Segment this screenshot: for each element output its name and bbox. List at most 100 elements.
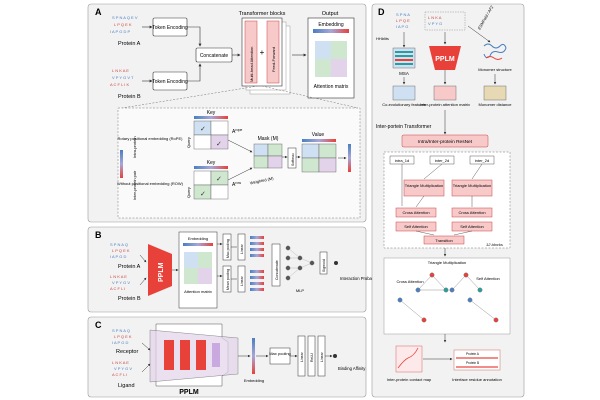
a-rope-label: Arope — [232, 128, 242, 135]
svg-text:L N K A E: L N K A E — [112, 68, 129, 73]
distance-box — [483, 85, 507, 101]
tri-mult-header: Triangle Multiplication — [428, 260, 467, 265]
monomer-distance-label: Monomer distance — [479, 102, 513, 107]
inter-protein-transformer-title: Inter-portein Transformer — [376, 124, 432, 130]
linear-a-box — [237, 233, 246, 261]
panel-a: A S P N A Q E V L P Q E K I A P G D P Pr… — [87, 3, 367, 223]
resnet-label: Intra/Inter-protein ResNet — [418, 139, 473, 145]
embedding-label: Embedding — [318, 22, 344, 28]
svg-text:I A P G D: I A P G D — [110, 254, 126, 259]
feed-forward-label: Feed-Forward — [271, 47, 276, 72]
value-grid — [301, 143, 337, 173]
svg-text:V P Y G: V P Y G — [428, 21, 442, 26]
c-linear-label-1: Linear — [300, 351, 304, 362]
b-concatenate-label: Concatenate — [275, 260, 279, 280]
svg-text:L P Q E K: L P Q E K — [114, 22, 132, 27]
panel-c: C S P N A Q L P Q E K I A P G D Receptor… — [87, 316, 367, 398]
svg-text:S P N A Q E V: S P N A Q E V — [112, 15, 138, 20]
mask-grid — [253, 143, 283, 169]
panel-d-letter: D — [378, 7, 385, 17]
cross-attention-box-a — [395, 207, 437, 218]
key-label-top: Key — [207, 110, 216, 116]
contact-map-label: Inter-protein contact map — [387, 377, 432, 382]
triangle-graphs — [397, 272, 499, 323]
intra-1d-label: intra_1d — [395, 158, 409, 163]
a-row-label: Arow — [232, 181, 241, 188]
b-attention-matrix — [184, 252, 212, 284]
svg-text:L N K A E: L N K A E — [110, 274, 127, 279]
c-relu-box — [307, 335, 316, 377]
row-label: Without positional embedding (ROW) — [117, 181, 184, 186]
c-output-node — [333, 354, 337, 358]
self-attention-label-a: Self Attention — [404, 224, 428, 229]
panel-b-letter: B — [95, 230, 102, 240]
b-concatenate-box — [271, 243, 281, 287]
b-pplm-trapezoid — [148, 244, 172, 296]
check-icon: ✓ — [200, 126, 206, 133]
inter-attention-label: Inter-protein attention matrix — [420, 102, 470, 107]
concatenate-label: Concatenate — [200, 53, 229, 59]
msa-grid — [392, 47, 416, 69]
receptor-sequence-icon: S P N A Q L P Q E K I A P G D — [112, 328, 132, 345]
svg-text:L N K A: L N K A — [428, 15, 442, 20]
linear-a-label: Linear — [240, 243, 244, 254]
inter-protein-label: Inter-protein pair — [132, 170, 137, 200]
svg-text:S P N A Q: S P N A Q — [112, 328, 130, 333]
c-max-pooling-label: Max pooling — [269, 351, 291, 356]
receptor-label: Receptor — [116, 349, 138, 355]
c-relu-label: ReLU — [310, 353, 314, 362]
softmax-box — [287, 147, 297, 169]
ligand-label: Ligand — [118, 383, 135, 389]
c-pplm-label: PPLM — [179, 389, 199, 396]
transition-label: Transition — [435, 238, 452, 243]
svg-text:V P Y G V: V P Y G V — [112, 280, 130, 285]
d-pplm-trapezoid — [429, 46, 461, 70]
check-icon: ✓ — [200, 191, 206, 198]
coevolutionary-label: Co-evolutionary features — [382, 102, 426, 107]
svg-text:V P Y G V T: V P Y G V T — [112, 75, 134, 80]
linear-b-box — [237, 265, 246, 293]
rope-label: Rotary positional embedding (RoPE) — [118, 136, 184, 141]
protein-a-label: Protein A — [118, 41, 141, 47]
binding-affinity-label: Binding Affinity — [338, 366, 366, 371]
query-label-bottom: Query — [186, 187, 191, 198]
panel-a-letter: A — [95, 7, 102, 17]
linear-b-label: Linear — [240, 275, 244, 286]
embedding-bar — [313, 29, 349, 33]
cross-attention-label-b: Cross Attention — [458, 210, 485, 215]
protein-b-sequence-icon: L N K A E V P Y G V A C F L I — [110, 274, 130, 291]
panel-b: B S P N A Q L P Q E K I A P G D Protein … — [87, 226, 381, 313]
mlp-network — [285, 245, 315, 281]
inter-2d-label-a: inter_2d — [435, 158, 449, 163]
attention-box — [433, 85, 457, 101]
c-embedding-label: Embedding — [244, 378, 264, 383]
max-pooling-label: Max pooling — [226, 239, 230, 258]
contact-map — [395, 345, 423, 373]
token-encoding-b-label: Token Encoding — [152, 79, 188, 85]
svg-text:S P N A Q: S P N A Q — [110, 242, 128, 247]
b-protein-a-label: Protein A — [118, 264, 141, 270]
svg-text:I A P G: I A P G — [396, 24, 408, 29]
output-node — [334, 261, 338, 265]
self-attention-small-label: Self Attention — [476, 276, 500, 281]
d-pplm-label: PPLM — [435, 56, 455, 63]
svg-text:L P Q E K: L P Q E K — [112, 248, 130, 253]
blocks-label: 12 blocks — [486, 242, 503, 247]
transformer-blocks-title: Transformer blocks — [239, 11, 286, 17]
self-attention-label-b: Self Attention — [460, 224, 484, 229]
rope-attention-grid: ✓ ✓ — [193, 120, 229, 150]
feed-forward-box — [266, 20, 280, 84]
svg-text:S P N A: S P N A — [396, 12, 410, 17]
interface-protein-a-label: Protein A — [466, 352, 480, 356]
weighted-label: Weighted (M) — [249, 175, 274, 185]
triangle-detail-box — [383, 257, 511, 335]
mean-pooling-label: Mean pooling — [226, 269, 230, 290]
hhblits-label: HHblits — [376, 36, 389, 41]
ligand-sequence-icon: L N K A E V P Y G V A C F L I — [112, 360, 132, 377]
cross-attention-small-label: Cross Attention — [396, 279, 423, 284]
check-icon: ✓ — [216, 176, 222, 183]
intra-protein-label: Intra-protein — [132, 136, 137, 158]
protein-a-sequence-icon: S P N A Q E V L P Q E K I A P G D P — [110, 15, 138, 34]
stack-connectors — [401, 163, 483, 236]
svg-text:L N K A E: L N K A E — [112, 360, 129, 365]
